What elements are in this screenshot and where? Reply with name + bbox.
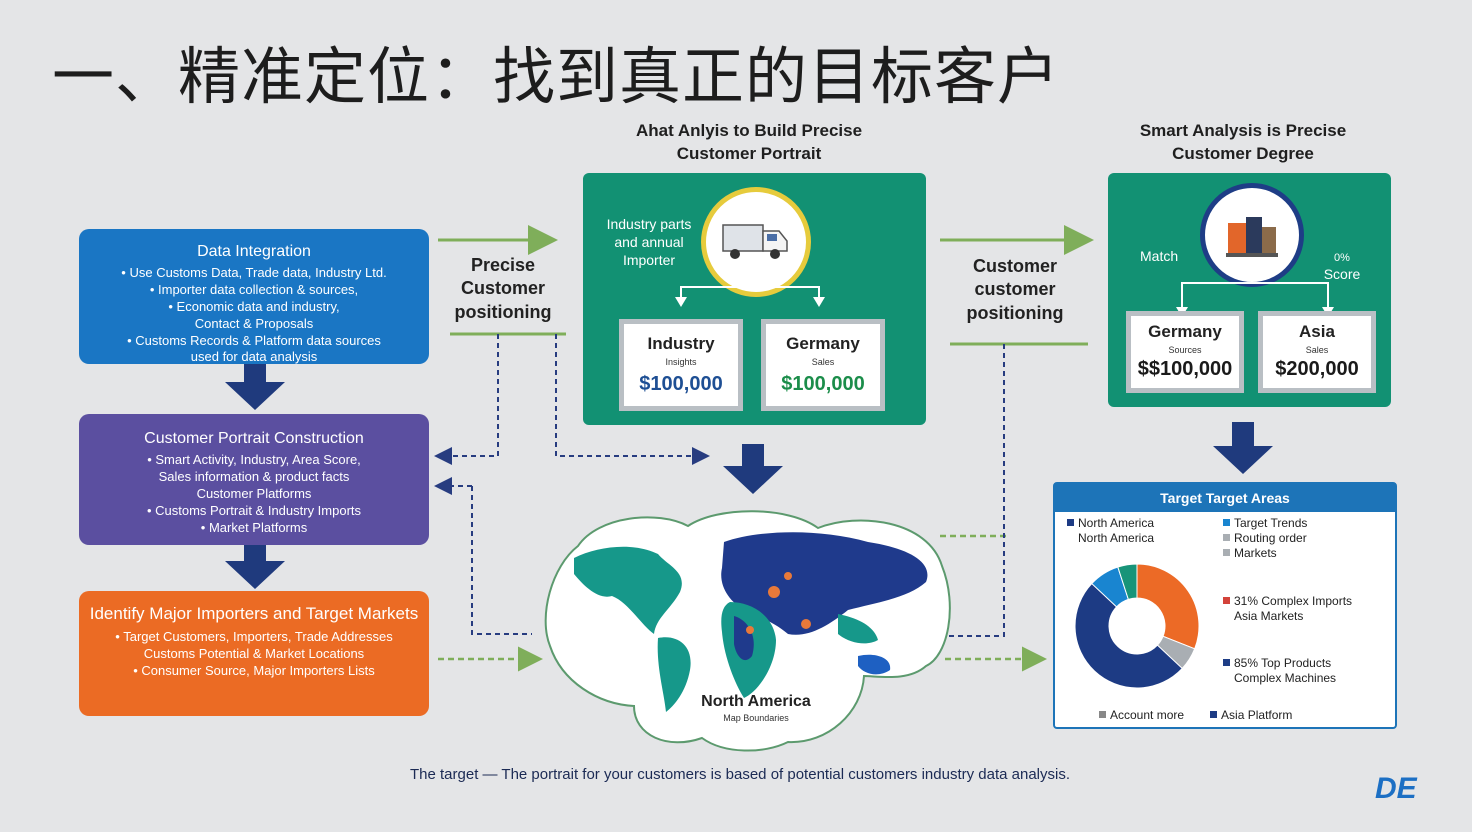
degree-panel: Match 0% Score Germany Sources $$100,000… [1108,173,1391,407]
industry-card: Industry Insights $100,000 [619,319,743,411]
data-integration-title: Data Integration [197,243,311,260]
callout: 31% Complex Imports Asia Markets [1223,594,1352,623]
down-arrow-stem [244,364,266,382]
dashed-to-map [555,334,710,465]
legend-item: Markets [1223,546,1307,561]
list-item: • Customs Records & Platform data source… [127,332,381,348]
score-percent: 0% [1334,252,1350,264]
customer-positioning-label: Customer customer positioning [966,256,1064,323]
down-arrow-icon [1213,446,1273,474]
card-subtitle: Sources [1168,345,1202,355]
legend-right: Target Trends Routing order Markets [1223,516,1307,561]
down-arrow-icon [723,466,783,494]
list-item: • Consumer Source, Major Importers Lists [133,662,375,678]
card-subtitle: Insights [665,357,697,367]
down-arrow-stem [1232,422,1254,446]
list-item: used for data analysis [190,349,318,365]
legend-item: Asia Platform [1210,708,1292,723]
portrait-construction-box: Customer Portrait Construction • Smart A… [79,414,429,545]
caption: The target — The portrait for your custo… [409,766,1071,783]
dashed-to-purple [434,334,499,465]
page-title: 一、精准定位：找到真正的目标客户 [52,40,1061,113]
legend-item: Routing order [1223,531,1307,546]
list-item: • Target Customers, Importers, Trade Add… [115,629,393,645]
match-label: Match [1140,248,1179,264]
card-title: Asia [1299,322,1335,341]
score-label: 0% Score [1322,251,1362,283]
identify-importers-box: Identify Major Importers and Target Mark… [79,591,429,716]
callout-value: 31% Complex Imports [1234,594,1353,608]
truck-icon [701,187,811,297]
target-areas-heading: Target Target Areas [1055,484,1395,512]
donut-slice-3 [1074,582,1183,689]
portrait-panel-text: Industry parts and annual Importer [606,216,692,269]
card-title: Industry [647,334,715,353]
card-value: $$100,000 [1137,358,1233,380]
dashed-purple-to-map [471,486,532,635]
target-footer: Account more Asia Platform [1099,708,1292,723]
list-item: Sales information & product facts [158,468,350,484]
card-value: $200,000 [1275,358,1359,380]
callout-sub: Asia Markets [1234,609,1304,623]
donut-slice-5 [1117,563,1138,601]
list-item: • Use Customs Data, Trade data, Industry… [121,265,387,280]
list-item: • Economic data and industry, [168,298,340,314]
legend-item: North America [1067,516,1154,531]
target-donut-chart [1074,563,1200,689]
germany-card: Germany Sales $100,000 [761,319,885,411]
list-item: • Importer data collection & sources, [149,281,359,297]
degree-germany-card: Germany Sources $$100,000 [1126,311,1244,393]
legend-left: North America North America [1067,516,1154,546]
down-arrow-stem [244,545,266,561]
donut-slice-1 [1136,563,1200,650]
list-item: • Customs Portrait & Industry Imports [146,502,362,518]
callout-value: 85% Top Products [1234,656,1332,670]
card-subtitle: Sales [811,357,835,367]
map-sublabel: Map Boundaries [723,713,789,723]
world-map [544,510,951,752]
degree-asia-card: Asia Sales $200,000 [1258,311,1376,393]
card-title: Germany [786,334,860,353]
card-value: $100,000 [781,373,865,395]
score-text: Score [1323,266,1361,283]
portrait-panel: Industry parts and annual Importer Indus… [583,173,926,425]
degree-heading: Smart Analysis is Precise Customer Degre… [1139,121,1347,163]
target-areas-panel: Target Target Areas North America North … [1053,482,1397,729]
map-label-group: North America Map Boundaries [650,693,862,723]
precise-positioning-label: Precise Customer positioning [454,255,552,322]
card-subtitle: Sales [1305,345,1329,355]
degree-split-arrows [1176,282,1334,317]
list-item: • Market Platforms [200,519,308,535]
down-arrow-icon [225,382,285,410]
dashed-degree-to-map [948,344,1005,637]
identify-importers-title: Identify Major Importers and Target Mark… [89,604,419,623]
portrait-split-arrows [675,286,825,307]
portrait-construction-title: Customer Portrait Construction [144,430,364,447]
list-item: Customer Platforms [196,485,312,501]
list-item: • Smart Activity, Industry, Area Score, [147,452,361,467]
down-arrow-icon [225,561,285,589]
legend-item: Target Trends [1223,516,1307,531]
cargo-icon [1200,183,1304,287]
callout: 85% Top Products Complex Machines [1223,656,1336,685]
portrait-heading: Ahat Anlyis to Build Precise Customer Po… [635,121,863,163]
legend-item: North America [1067,531,1154,546]
card-value: $100,000 [639,373,723,395]
list-item: Customs Potential & Market Locations [143,645,365,661]
down-arrow-stem [742,444,764,466]
brand-logo: DE [1375,772,1417,805]
card-title: Germany [1148,322,1222,341]
data-integration-box: Data Integration • Use Customs Data, Tra… [79,229,429,364]
callout-sub: Complex Machines [1234,671,1337,685]
list-item: Contact & Proposals [194,315,314,331]
legend-item: Account more [1099,708,1184,723]
map-label: North America [701,693,811,710]
